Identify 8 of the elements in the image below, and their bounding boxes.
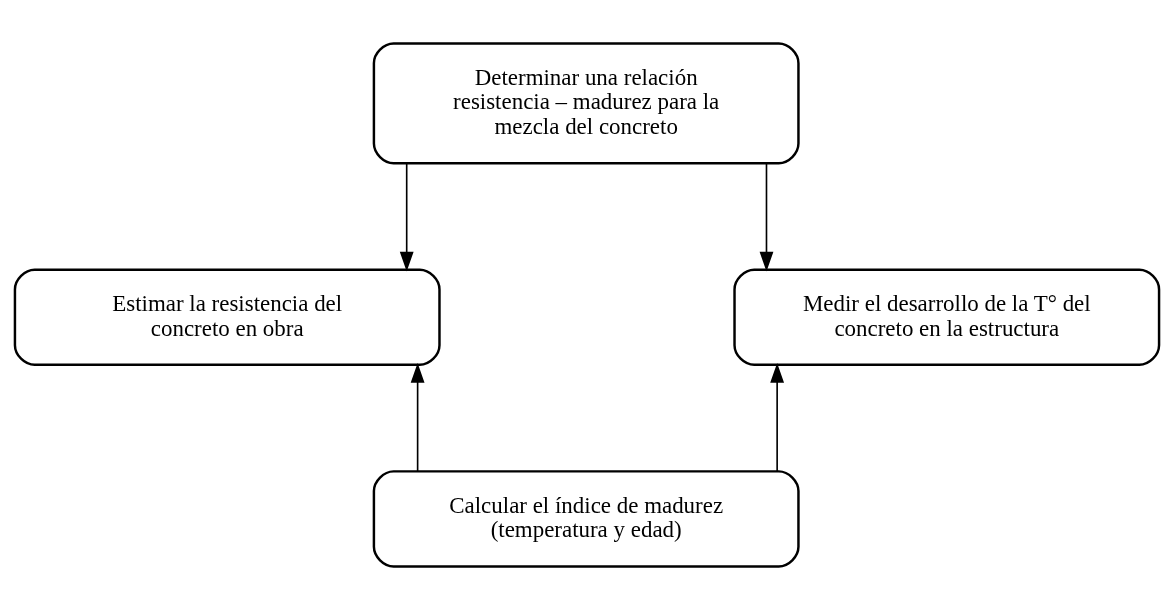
arrow — [410, 362, 425, 472]
node-box: Estimar la resistencia del concreto en obra — [13, 268, 441, 367]
node-box: Medir el desarrollo de la T° del concreto en la estructura — [733, 268, 1161, 367]
arrow — [399, 162, 414, 272]
node-box: Determinar una relación resistencia – madurez para la mezcla del concreto — [372, 42, 800, 165]
arrow — [770, 362, 785, 472]
node-box: Calcular el índice de madurez (temperatura y edad) — [372, 470, 800, 568]
arrow — [759, 162, 774, 272]
